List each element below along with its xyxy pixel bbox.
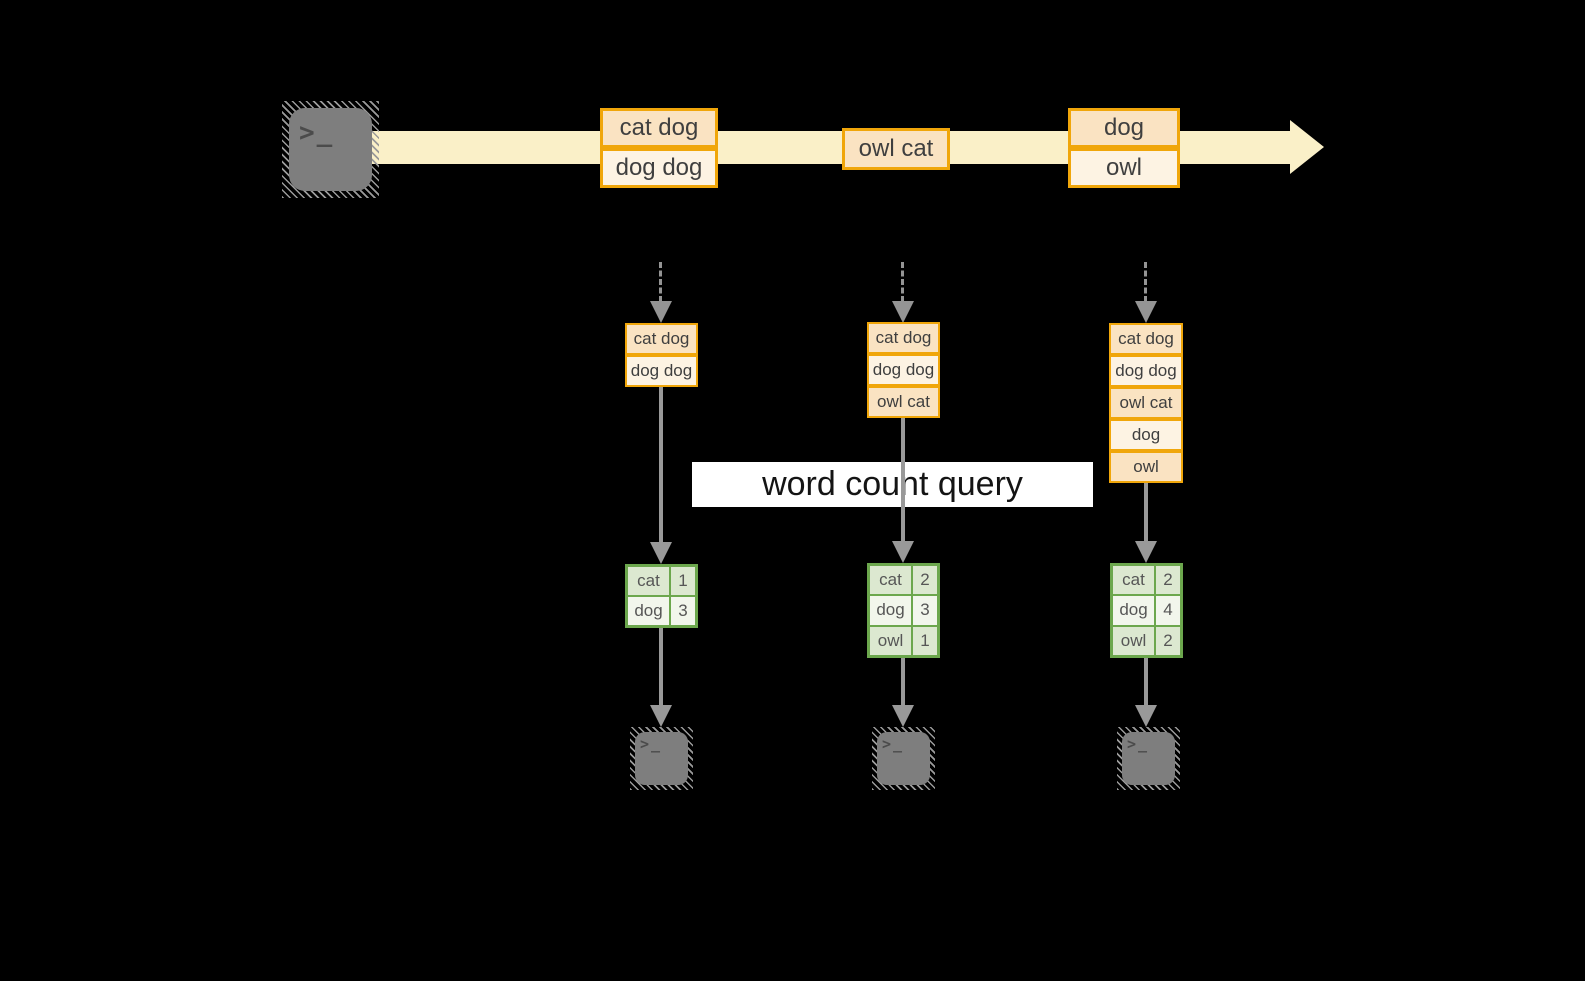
flow-arrow	[659, 628, 663, 706]
state-row: owl cat	[1109, 387, 1183, 419]
state-buffer: cat dog dog dog owl cat dog owl	[1109, 323, 1183, 483]
query-label: word count query	[692, 462, 1093, 507]
stream-event: cat dog	[600, 108, 718, 148]
state-row: cat dog	[625, 323, 698, 355]
table-cell-count: 4	[1156, 596, 1180, 625]
word-count-table: cat 1 dog 3	[625, 564, 698, 628]
table-cell-word: cat	[1113, 566, 1154, 595]
dashed-flow-arrow	[1144, 262, 1147, 302]
arrowhead-icon	[892, 301, 914, 323]
table-cell-word: owl	[870, 626, 911, 655]
arrowhead-icon	[650, 542, 672, 564]
arrowhead-icon	[1135, 301, 1157, 323]
terminal-prompt-icon: >_	[640, 735, 663, 753]
table-cell-count: 3	[913, 596, 937, 625]
stream-event: owl cat	[842, 128, 950, 170]
state-row: owl cat	[867, 386, 940, 418]
arrowhead-icon	[650, 705, 672, 727]
table-cell-count: 1	[913, 626, 937, 655]
dashed-flow-arrow	[901, 262, 904, 302]
terminal-icon: >_	[282, 101, 379, 198]
table-cell-word: dog	[870, 596, 911, 625]
state-row: dog	[1109, 419, 1183, 451]
table-cell-word: cat	[870, 566, 911, 595]
flow-arrow	[901, 418, 905, 542]
terminal-screen	[877, 732, 930, 785]
stream-event: owl	[1068, 148, 1180, 188]
state-buffer: cat dog dog dog	[625, 323, 698, 387]
table-cell-count: 2	[1156, 566, 1180, 595]
terminal-screen	[289, 108, 372, 191]
dashed-flow-arrow	[659, 262, 662, 302]
terminal-icon: >_	[630, 727, 693, 790]
table-cell-word: dog	[628, 597, 669, 625]
word-count-table: cat 2 dog 4 owl 2	[1110, 563, 1183, 658]
terminal-prompt-icon: >_	[882, 735, 905, 753]
stream-event: dog	[1068, 108, 1180, 148]
state-row: cat dog	[867, 322, 940, 354]
terminal-prompt-icon: >_	[1127, 735, 1150, 753]
terminal-icon: >_	[1117, 727, 1180, 790]
arrowhead-icon	[1135, 705, 1157, 727]
flow-arrow	[1144, 482, 1148, 542]
table-cell-count: 2	[1156, 626, 1180, 655]
stream-event: dog dog	[600, 148, 718, 188]
terminal-icon: >_	[872, 727, 935, 790]
terminal-screen	[635, 732, 688, 785]
word-count-table: cat 2 dog 3 owl 1	[867, 563, 940, 658]
state-buffer: cat dog dog dog owl cat	[867, 322, 940, 418]
arrowhead-icon	[892, 705, 914, 727]
terminal-prompt-icon: >_	[299, 118, 335, 148]
table-cell-word: cat	[628, 567, 669, 595]
arrowhead-icon	[650, 301, 672, 323]
table-cell-word: owl	[1113, 626, 1154, 655]
table-cell-count: 1	[671, 567, 695, 595]
state-row: cat dog	[1109, 323, 1183, 355]
table-cell-count: 2	[913, 566, 937, 595]
terminal-screen	[1122, 732, 1175, 785]
state-row: dog dog	[1109, 355, 1183, 387]
flow-arrow	[901, 658, 905, 706]
state-row: dog dog	[867, 354, 940, 386]
flow-arrow	[1144, 658, 1148, 706]
arrowhead-icon	[892, 541, 914, 563]
arrowhead-icon	[1135, 541, 1157, 563]
flow-arrow	[659, 387, 663, 543]
state-row: owl	[1109, 451, 1183, 483]
table-cell-word: dog	[1113, 596, 1154, 625]
stream-arrowhead-icon	[1290, 120, 1324, 174]
table-cell-count: 3	[671, 597, 695, 625]
state-row: dog dog	[625, 355, 698, 387]
